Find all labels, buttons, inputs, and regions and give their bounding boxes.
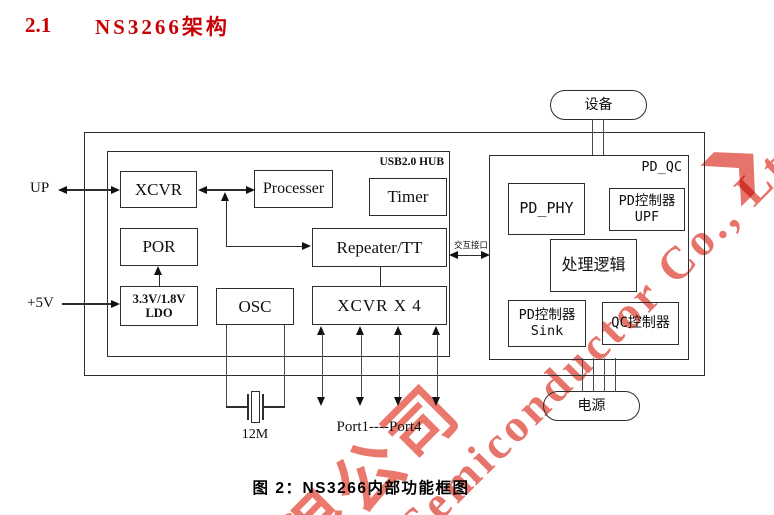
port2-line (360, 334, 362, 398)
xcvr-processer-arrowhead-right-icon (246, 185, 255, 194)
block-por: POR (120, 228, 198, 266)
ldo-por-line (158, 274, 160, 286)
ldo-por-arrowhead-icon (154, 266, 162, 275)
block-timer: Timer (369, 178, 447, 216)
block-pd-phy: PD_PHY (508, 183, 585, 235)
crystal-plate-left (246, 394, 249, 420)
osc-line-left (225, 325, 227, 407)
up-arrowhead-right-icon (111, 185, 120, 194)
xcvr-processer-line (205, 189, 249, 191)
power-line-4 (614, 358, 616, 392)
port1-up-arrowhead-icon (317, 326, 325, 335)
port4-down-arrowhead-icon (432, 396, 440, 406)
block-pd-ctrl-upf: PD控制器 UPF (609, 188, 685, 231)
interface-label: 交互接口 (453, 241, 488, 251)
plus5v-arrow-line (62, 303, 114, 305)
block-processer: Processer (254, 170, 333, 208)
port3-up-arrowhead-icon (394, 326, 402, 335)
section-title: NS3266架构 (95, 15, 230, 39)
device-node: 设备 (550, 90, 647, 120)
crystal-wire-right (263, 406, 285, 408)
port4-line (436, 334, 438, 398)
crystal-plate-right (261, 394, 264, 420)
connector-up-arrowhead-icon (221, 192, 229, 201)
interface-arrowhead-left-icon (449, 250, 458, 259)
device-line-1 (591, 119, 593, 155)
port2-up-arrowhead-icon (356, 326, 364, 335)
connector-vertical-line (225, 200, 227, 246)
section-number: 2.1 (25, 13, 52, 37)
block-ldo: 3.3V/1.8V LDO (120, 286, 198, 326)
repeater-xcvr4-line (379, 267, 381, 286)
pdqc-label: PD_QC (641, 159, 682, 175)
ports-label: Port1----Port4 (336, 419, 422, 435)
up-arrowhead-left-icon (58, 185, 67, 194)
interface-arrow-line (456, 254, 484, 257)
up-arrow-line (64, 189, 114, 191)
block-xcvr: XCVR (120, 171, 197, 208)
crystal-body-icon (251, 391, 260, 423)
block-pd-ctrl-sink: PD控制器 Sink (508, 300, 586, 347)
connector-horizontal-line (225, 245, 305, 248)
crystal-label: 12M (241, 427, 269, 442)
up-label: UP (30, 180, 50, 196)
port3-line (398, 334, 400, 398)
port3-down-arrowhead-icon (394, 396, 402, 406)
port1-line (321, 334, 323, 398)
block-osc: OSC (216, 288, 294, 325)
power-line-3 (603, 358, 605, 392)
chip-outer-frame (84, 132, 705, 376)
crystal-wire-left (225, 406, 247, 408)
port2-down-arrowhead-icon (356, 396, 364, 406)
port1-down-arrowhead-icon (317, 396, 325, 406)
power-line-1 (581, 358, 583, 392)
xcvr-processer-arrowhead-left-icon (198, 185, 207, 194)
block-repeater-tt: Repeater/TT (312, 228, 447, 267)
connector-right-arrowhead-icon (302, 242, 311, 250)
usb-hub-label: USB2.0 HUB (379, 156, 444, 168)
block-logic: 处理逻辑 (550, 239, 637, 292)
block-qc-ctrl: QC控制器 (602, 302, 679, 345)
block-xcvr-x4: XCVR X 4 (312, 286, 447, 325)
plus5v-label: +5V (27, 295, 54, 311)
port4-up-arrowhead-icon (432, 326, 440, 335)
figure-caption: 图 2：NS3266内部功能框图 (252, 480, 470, 497)
power-node: 电源 (543, 391, 640, 421)
osc-line-right (283, 325, 285, 407)
watermark-chevron-icon (700, 133, 774, 207)
power-line-2 (592, 358, 594, 392)
device-line-2 (602, 119, 604, 155)
plus5v-arrowhead-icon (111, 299, 120, 308)
interface-arrowhead-right-icon (481, 250, 490, 259)
